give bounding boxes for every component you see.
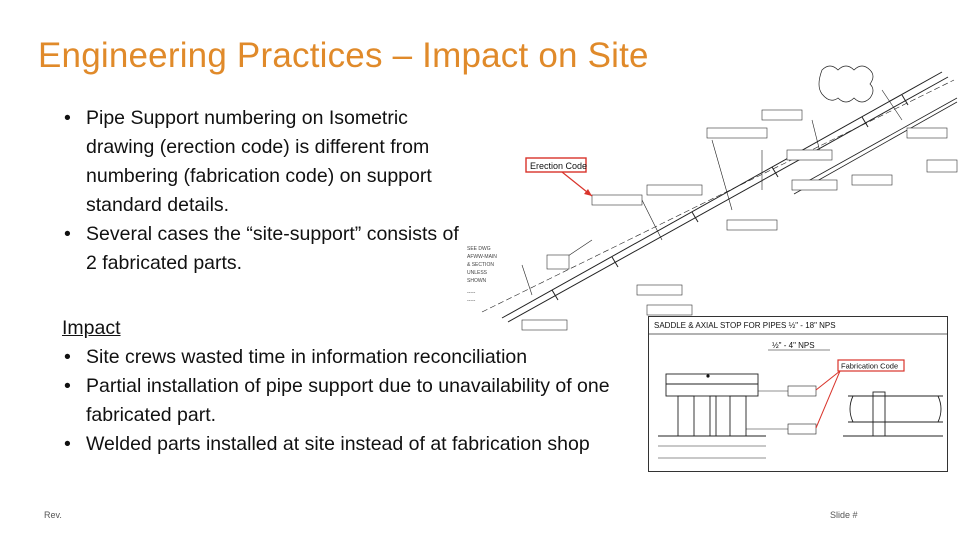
svg-text:SEE DWG: SEE DWG: [467, 246, 491, 252]
erection-code-label: Erection Code: [530, 161, 587, 171]
slide-title: Engineering Practices – Impact on Site: [38, 36, 649, 75]
bullet-item: Partial installation of pipe support due…: [62, 372, 632, 430]
bullet-item: Pipe Support numbering on Isometric draw…: [62, 104, 462, 220]
bullet-item: Several cases the “site-support” consist…: [62, 220, 462, 278]
svg-text:& SECTION: & SECTION: [467, 262, 494, 268]
bullet-item: Site crews wasted time in information re…: [62, 343, 632, 372]
svg-text:SHOWN: SHOWN: [467, 278, 487, 284]
support-detail-image: SADDLE & AXIAL STOP FOR PIPES ½" - 18" N…: [648, 316, 948, 472]
detail-subheader: ½" - 4" NPS: [772, 341, 815, 350]
bullet-item: Welded parts installed at site instead o…: [62, 430, 632, 459]
impact-section: Impact Site crews wasted time in informa…: [62, 314, 632, 459]
slide-number: Slide #: [830, 510, 858, 520]
impact-bullet-list: Site crews wasted time in information re…: [62, 343, 632, 459]
top-bullet-list: Pipe Support numbering on Isometric draw…: [62, 104, 462, 278]
svg-text:UNLESS: UNLESS: [467, 270, 488, 276]
svg-text:-----: -----: [467, 298, 476, 304]
impact-heading: Impact: [62, 317, 121, 339]
svg-text:-----: -----: [467, 290, 476, 296]
revision-label: Rev.: [44, 510, 62, 520]
detail-header: SADDLE & AXIAL STOP FOR PIPES ½" - 18" N…: [654, 321, 836, 330]
svg-text:AFWW-MAIN: AFWW-MAIN: [467, 254, 497, 260]
isometric-drawing-image: SEE DWG AFWW-MAIN & SECTION UNLESS SHOWN…: [467, 65, 958, 331]
fabrication-code-label: Fabrication Code: [841, 362, 898, 371]
